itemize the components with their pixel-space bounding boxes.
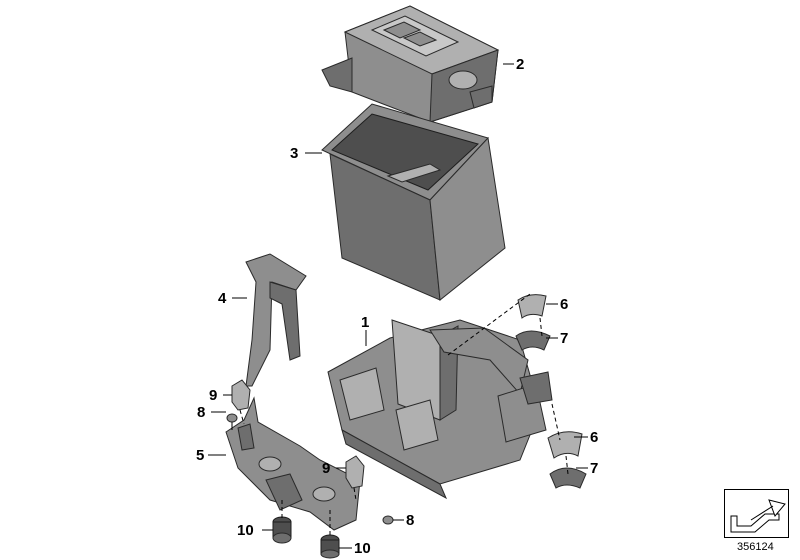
callout-1: 1 <box>361 314 369 331</box>
callout-7-lower: 7 <box>590 460 598 477</box>
callout-5: 5 <box>196 447 204 464</box>
battery-box-part <box>321 103 506 301</box>
callout-6-upper: 6 <box>560 296 568 313</box>
rubber-mount-right-part <box>320 534 340 559</box>
callout-labels: 2 3 4 1 6 7 6 7 5 8 9 9 8 10 10 <box>196 56 598 557</box>
callout-9-upper: 9 <box>209 387 217 404</box>
bracket-part <box>245 253 307 387</box>
nut-upper-part <box>231 379 251 411</box>
document-number: 356124 <box>737 541 774 553</box>
callout-2: 2 <box>516 56 524 73</box>
battery-holder-part <box>327 319 553 500</box>
clip-upper-part <box>515 294 551 351</box>
rubber-mount-left-part <box>272 516 292 544</box>
callout-6-lower: 6 <box>590 429 598 446</box>
lower-bracket-part <box>225 396 361 531</box>
assembly-dashed-lines <box>239 293 569 536</box>
screw-upper-part <box>226 413 238 430</box>
battery-cover-part <box>321 5 500 123</box>
callout-3: 3 <box>290 145 298 162</box>
callout-10-right: 10 <box>354 540 371 557</box>
callout-7-upper: 7 <box>560 330 568 347</box>
leader-lines <box>208 63 588 549</box>
arrow-icon <box>730 499 786 533</box>
direction-logo-box <box>724 489 789 538</box>
callout-4: 4 <box>218 290 227 307</box>
clip-lower-part <box>547 431 587 489</box>
callout-8-lower: 8 <box>406 512 414 529</box>
nut-lower-part <box>345 455 365 489</box>
screw-lower-part <box>382 515 404 525</box>
callout-8-upper: 8 <box>197 404 205 421</box>
callout-9-lower: 9 <box>322 460 330 477</box>
callout-10-left: 10 <box>237 522 254 539</box>
